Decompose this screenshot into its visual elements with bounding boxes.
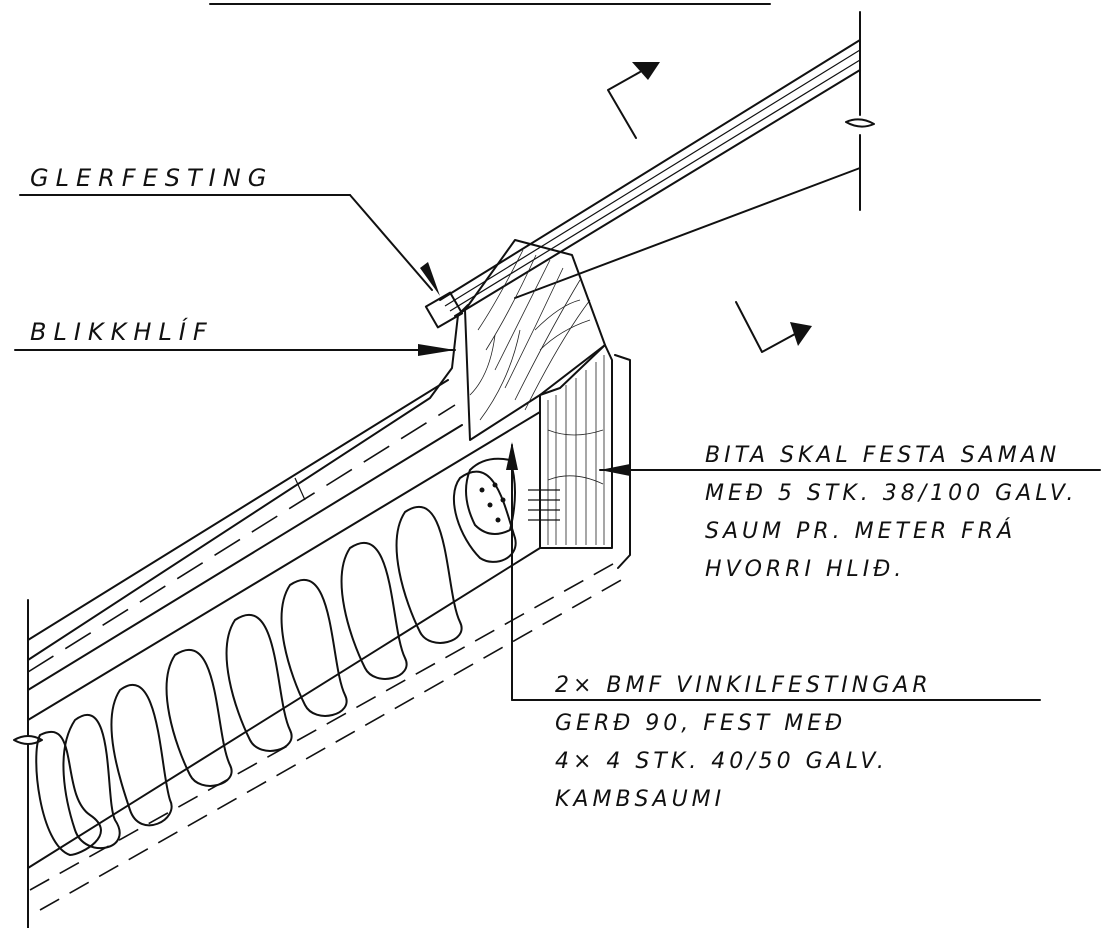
bracket-note-line-4: KAMBSAUMI: [555, 787, 725, 812]
beam-note-line-2: MEÐ 5 STK. 38/100 GALV.: [705, 481, 1077, 506]
ridge-beam-upper: [464, 239, 606, 441]
section-marker-lower: [735, 301, 812, 353]
leader-glass-fixing: [19, 194, 440, 296]
insulation: [35, 470, 517, 856]
left-break-line: [13, 599, 43, 928]
bracket-note-line-1: 2× BMF VINKILFESTINGAR: [555, 673, 932, 698]
leader-metal-cover: [14, 344, 456, 356]
beam-note-line-4: HVORRI HLIÐ.: [705, 557, 905, 582]
beam-note-line-3: SAUM PR. METER FRÁ: [705, 518, 1016, 544]
glass-fixing-profile: [424, 291, 464, 329]
label-glass-fixing: GLERFESTING: [30, 164, 273, 192]
glazing-panel: [439, 39, 861, 317]
leader-beam-note: [599, 464, 1101, 476]
bracket-note-line-3: 4× 4 STK. 40/50 GALV.: [555, 749, 888, 774]
label-metal-cover: BLIKKHLÍF: [30, 317, 214, 346]
right-break-line: [845, 11, 875, 211]
section-marker-upper: [607, 62, 660, 139]
bracket-note-line-2: GERÐ 90, FEST MEÐ: [555, 711, 846, 736]
angle-bracket: [465, 457, 560, 535]
ridge-beam-lower: [539, 344, 613, 549]
leader-bracket-note: [506, 442, 1041, 701]
beam-note-line-1: BITA SKAL FESTA SAMAN: [705, 443, 1060, 468]
metal-flashing: [27, 304, 631, 661]
